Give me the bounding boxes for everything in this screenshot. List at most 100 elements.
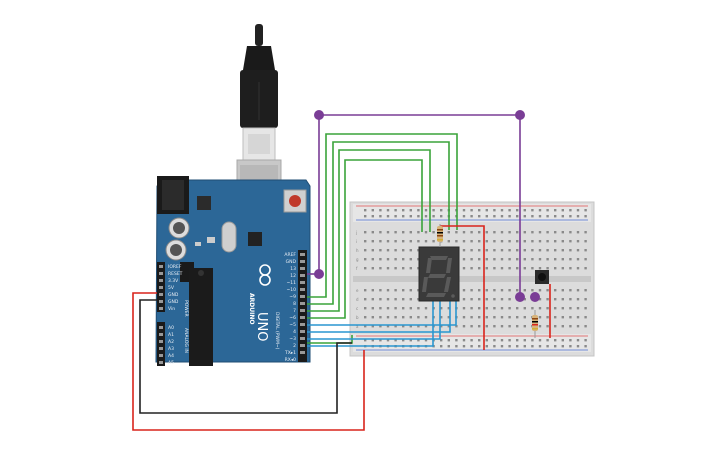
breadboard-hole bbox=[523, 240, 526, 243]
breadboard-hole bbox=[371, 209, 374, 212]
svg-text:f: f bbox=[356, 266, 358, 271]
breadboard-hole bbox=[561, 345, 564, 348]
breadboard-hole bbox=[470, 325, 473, 328]
breadboard-hole bbox=[493, 325, 496, 328]
breadboard-hole bbox=[478, 249, 481, 252]
breadboard-hole bbox=[371, 298, 374, 301]
breadboard-hole bbox=[364, 298, 367, 301]
junction-dot bbox=[515, 292, 525, 302]
breadboard-hole bbox=[569, 258, 572, 261]
breadboard-hole bbox=[516, 316, 519, 319]
breadboard-hole bbox=[470, 298, 473, 301]
breadboard-hole bbox=[417, 258, 420, 261]
digital-header bbox=[298, 250, 307, 362]
breadboard-hole bbox=[561, 267, 564, 270]
breadboard-hole bbox=[584, 240, 587, 243]
breadboard-hole bbox=[576, 249, 580, 252]
breadboard-hole bbox=[508, 298, 511, 301]
breadboard-hole bbox=[417, 316, 420, 319]
breadboard-hole bbox=[455, 345, 458, 348]
breadboard-hole bbox=[394, 215, 397, 218]
breadboard-hole bbox=[538, 345, 542, 348]
breadboard-hole bbox=[584, 325, 587, 328]
breadboard-hole bbox=[402, 298, 405, 301]
digital-title: DIGITAL (PWM~) bbox=[274, 312, 280, 350]
breadboard-hole bbox=[569, 289, 572, 292]
breadboard-hole bbox=[531, 339, 534, 342]
breadboard-hole bbox=[409, 316, 412, 319]
breadboard-hole bbox=[417, 267, 420, 270]
breadboard-hole bbox=[379, 215, 382, 218]
pin-label-8: 8 bbox=[293, 301, 296, 307]
breadboard-hole bbox=[462, 325, 466, 328]
breadboard-hole bbox=[516, 345, 519, 348]
breadboard-hole bbox=[386, 325, 390, 328]
breadboard-hole bbox=[516, 231, 519, 234]
breadboard-hole bbox=[462, 209, 466, 212]
breadboard-hole bbox=[493, 249, 496, 252]
breadboard-hole bbox=[394, 231, 397, 234]
svg-text:j: j bbox=[355, 230, 357, 235]
breadboard-hole bbox=[417, 215, 420, 218]
breadboard-hole bbox=[546, 231, 549, 234]
breadboard-hole bbox=[409, 258, 412, 261]
breadboard-hole bbox=[569, 240, 572, 243]
breadboard-hole bbox=[523, 316, 526, 319]
red-wires bbox=[132, 225, 551, 431]
breadboard-hole bbox=[386, 316, 390, 319]
arduino-logo: ARDUINO UNO bbox=[248, 264, 271, 341]
breadboard-hole bbox=[417, 209, 420, 212]
breadboard-hole bbox=[584, 339, 587, 342]
breadboard-hole bbox=[554, 298, 557, 301]
breadboard-hole bbox=[440, 215, 443, 218]
breadboard-hole bbox=[561, 231, 564, 234]
breadboard-hole bbox=[386, 339, 390, 342]
blue-wires bbox=[307, 300, 457, 347]
breadboard-hole bbox=[576, 240, 580, 243]
breadboard-hole bbox=[432, 240, 435, 243]
breadboard-hole bbox=[478, 298, 481, 301]
breadboard-row-letters: j i h g f e d c b a bbox=[355, 230, 359, 329]
breadboard-hole bbox=[432, 209, 435, 212]
analog-pin-labels: A0 A1 A2 A3 A4 A5 bbox=[168, 325, 174, 366]
junction-dot bbox=[530, 292, 540, 302]
pin-label-gnd-d: GND bbox=[286, 259, 297, 265]
breadboard-hole bbox=[493, 345, 496, 348]
breadboard-hole bbox=[485, 240, 488, 243]
breadboard-hole bbox=[394, 289, 397, 292]
breadboard-hole bbox=[554, 289, 557, 292]
breadboard-hole bbox=[470, 307, 473, 310]
breadboard-hole bbox=[394, 339, 397, 342]
breadboard-hole bbox=[478, 307, 481, 310]
pin-label-6: ~6 bbox=[289, 315, 296, 321]
breadboard-hole bbox=[531, 231, 534, 234]
breadboard-hole bbox=[523, 325, 526, 328]
breadboard-hole bbox=[470, 316, 473, 319]
breadboard-hole bbox=[523, 249, 526, 252]
breadboard-hole bbox=[409, 307, 412, 310]
breadboard-hole bbox=[584, 231, 587, 234]
breadboard-hole bbox=[554, 316, 557, 319]
breadboard-hole bbox=[386, 258, 390, 261]
breadboard-hole bbox=[432, 215, 435, 218]
breadboard-hole bbox=[485, 339, 488, 342]
breadboard-hole bbox=[470, 345, 473, 348]
breadboard-hole bbox=[523, 258, 526, 261]
breadboard-hole bbox=[576, 215, 580, 218]
breadboard-hole bbox=[508, 249, 511, 252]
breadboard-hole bbox=[500, 289, 504, 292]
breadboard-hole bbox=[516, 215, 519, 218]
breadboard-hole bbox=[500, 298, 504, 301]
breadboard-hole bbox=[409, 298, 412, 301]
breadboard-hole bbox=[394, 249, 397, 252]
breadboard-hole bbox=[493, 298, 496, 301]
breadboard-hole bbox=[485, 298, 488, 301]
power-header bbox=[157, 262, 165, 312]
breadboard-hole bbox=[500, 215, 504, 218]
breadboard-hole bbox=[394, 307, 397, 310]
breadboard-hole bbox=[561, 215, 564, 218]
pin-label-a0: A0 bbox=[168, 325, 174, 331]
breadboard-hole bbox=[417, 249, 420, 252]
breadboard-hole bbox=[485, 231, 488, 234]
breadboard-hole bbox=[500, 345, 504, 348]
